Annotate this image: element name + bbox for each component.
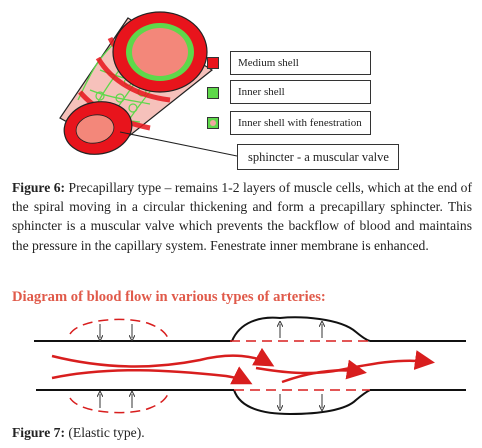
medium-shell-swatch xyxy=(207,57,219,69)
section-title: Diagram of blood flow in various types o… xyxy=(12,289,326,305)
fenestrated-shell-swatch xyxy=(207,117,219,129)
legend-label-fenestrated-shell: Inner shell with fenestration xyxy=(230,111,371,135)
wall-movement-arrows xyxy=(100,324,322,408)
figure-6-caption-text: Precapillary type – remains 1-2 layers o… xyxy=(12,180,472,253)
figure-7-caption: Figure 7: (Elastic type). xyxy=(12,423,472,442)
legend-label-inner-shell: Inner shell xyxy=(230,80,371,104)
legend-label-medium-shell: Medium shell xyxy=(230,51,371,75)
vessel-far-end xyxy=(112,11,208,93)
inner-shell-swatch xyxy=(207,87,219,99)
upper-vessel-wall xyxy=(34,316,466,342)
figure-7-diagram xyxy=(34,316,466,416)
figure-6-caption-label: Figure 6: xyxy=(12,180,66,195)
figure-6-caption: Figure 6: Precapillary type – remains 1-… xyxy=(12,178,472,255)
figure-6-illustration xyxy=(59,11,238,157)
figure-7-caption-label: Figure 7: xyxy=(12,425,65,440)
sphincter-callout: sphincter - a muscular valve xyxy=(237,144,399,170)
figure-7-caption-text: (Elastic type). xyxy=(64,425,145,440)
callout-leader xyxy=(119,131,238,157)
lower-vessel-wall xyxy=(36,389,466,416)
sphincter-ring xyxy=(63,101,133,155)
blood-flow-arrows xyxy=(51,347,435,385)
